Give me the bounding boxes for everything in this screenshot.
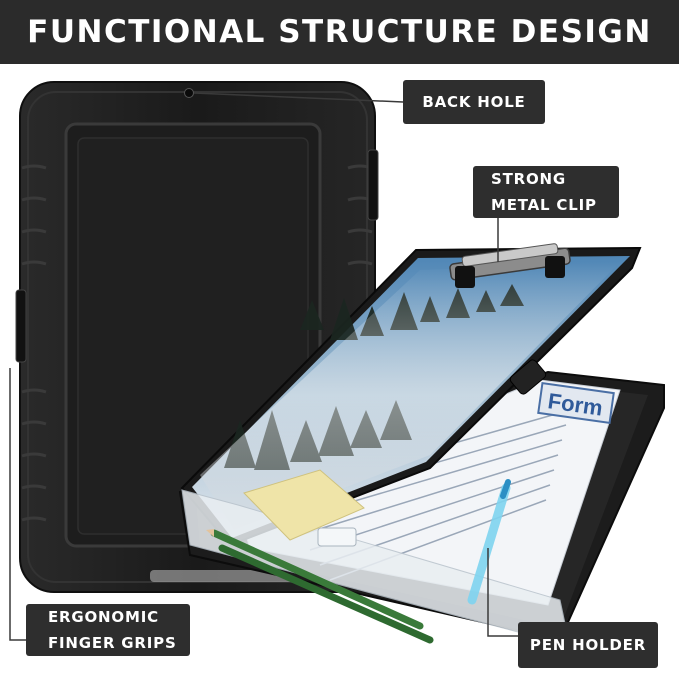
pencil (210, 529, 424, 630)
back-hole-icon (184, 88, 194, 98)
callout-finger-grips-line2: FINGER GRIPS (48, 634, 177, 652)
title-banner: FUNCTIONAL STRUCTURE DESIGN (0, 0, 679, 64)
callout-pen-holder: PEN HOLDER (518, 622, 658, 668)
pen-holder (181, 469, 567, 644)
pencil (218, 544, 434, 644)
callout-back-hole: BACK HOLE (403, 80, 545, 124)
page-title: FUNCTIONAL STRUCTURE DESIGN (27, 14, 652, 50)
callout-metal-clip: STRONG METAL CLIP (473, 166, 619, 218)
pen (467, 483, 511, 605)
sticky-note (243, 469, 365, 541)
callout-pen-holder-text: PEN HOLDER (529, 636, 647, 654)
callout-finger-grips: ERGONOMIC FINGER GRIPS (26, 604, 190, 656)
clipboard-open: Form (178, 243, 665, 644)
callout-finger-grips-line1: ERGONOMIC (48, 608, 159, 626)
callout-metal-clip-line1: STRONG (491, 170, 567, 188)
callout-back-hole-text: BACK HOLE (422, 93, 526, 111)
metal-clip (449, 243, 571, 288)
callout-metal-clip-line2: METAL CLIP (491, 196, 597, 214)
finger-grips-left (21, 164, 47, 522)
